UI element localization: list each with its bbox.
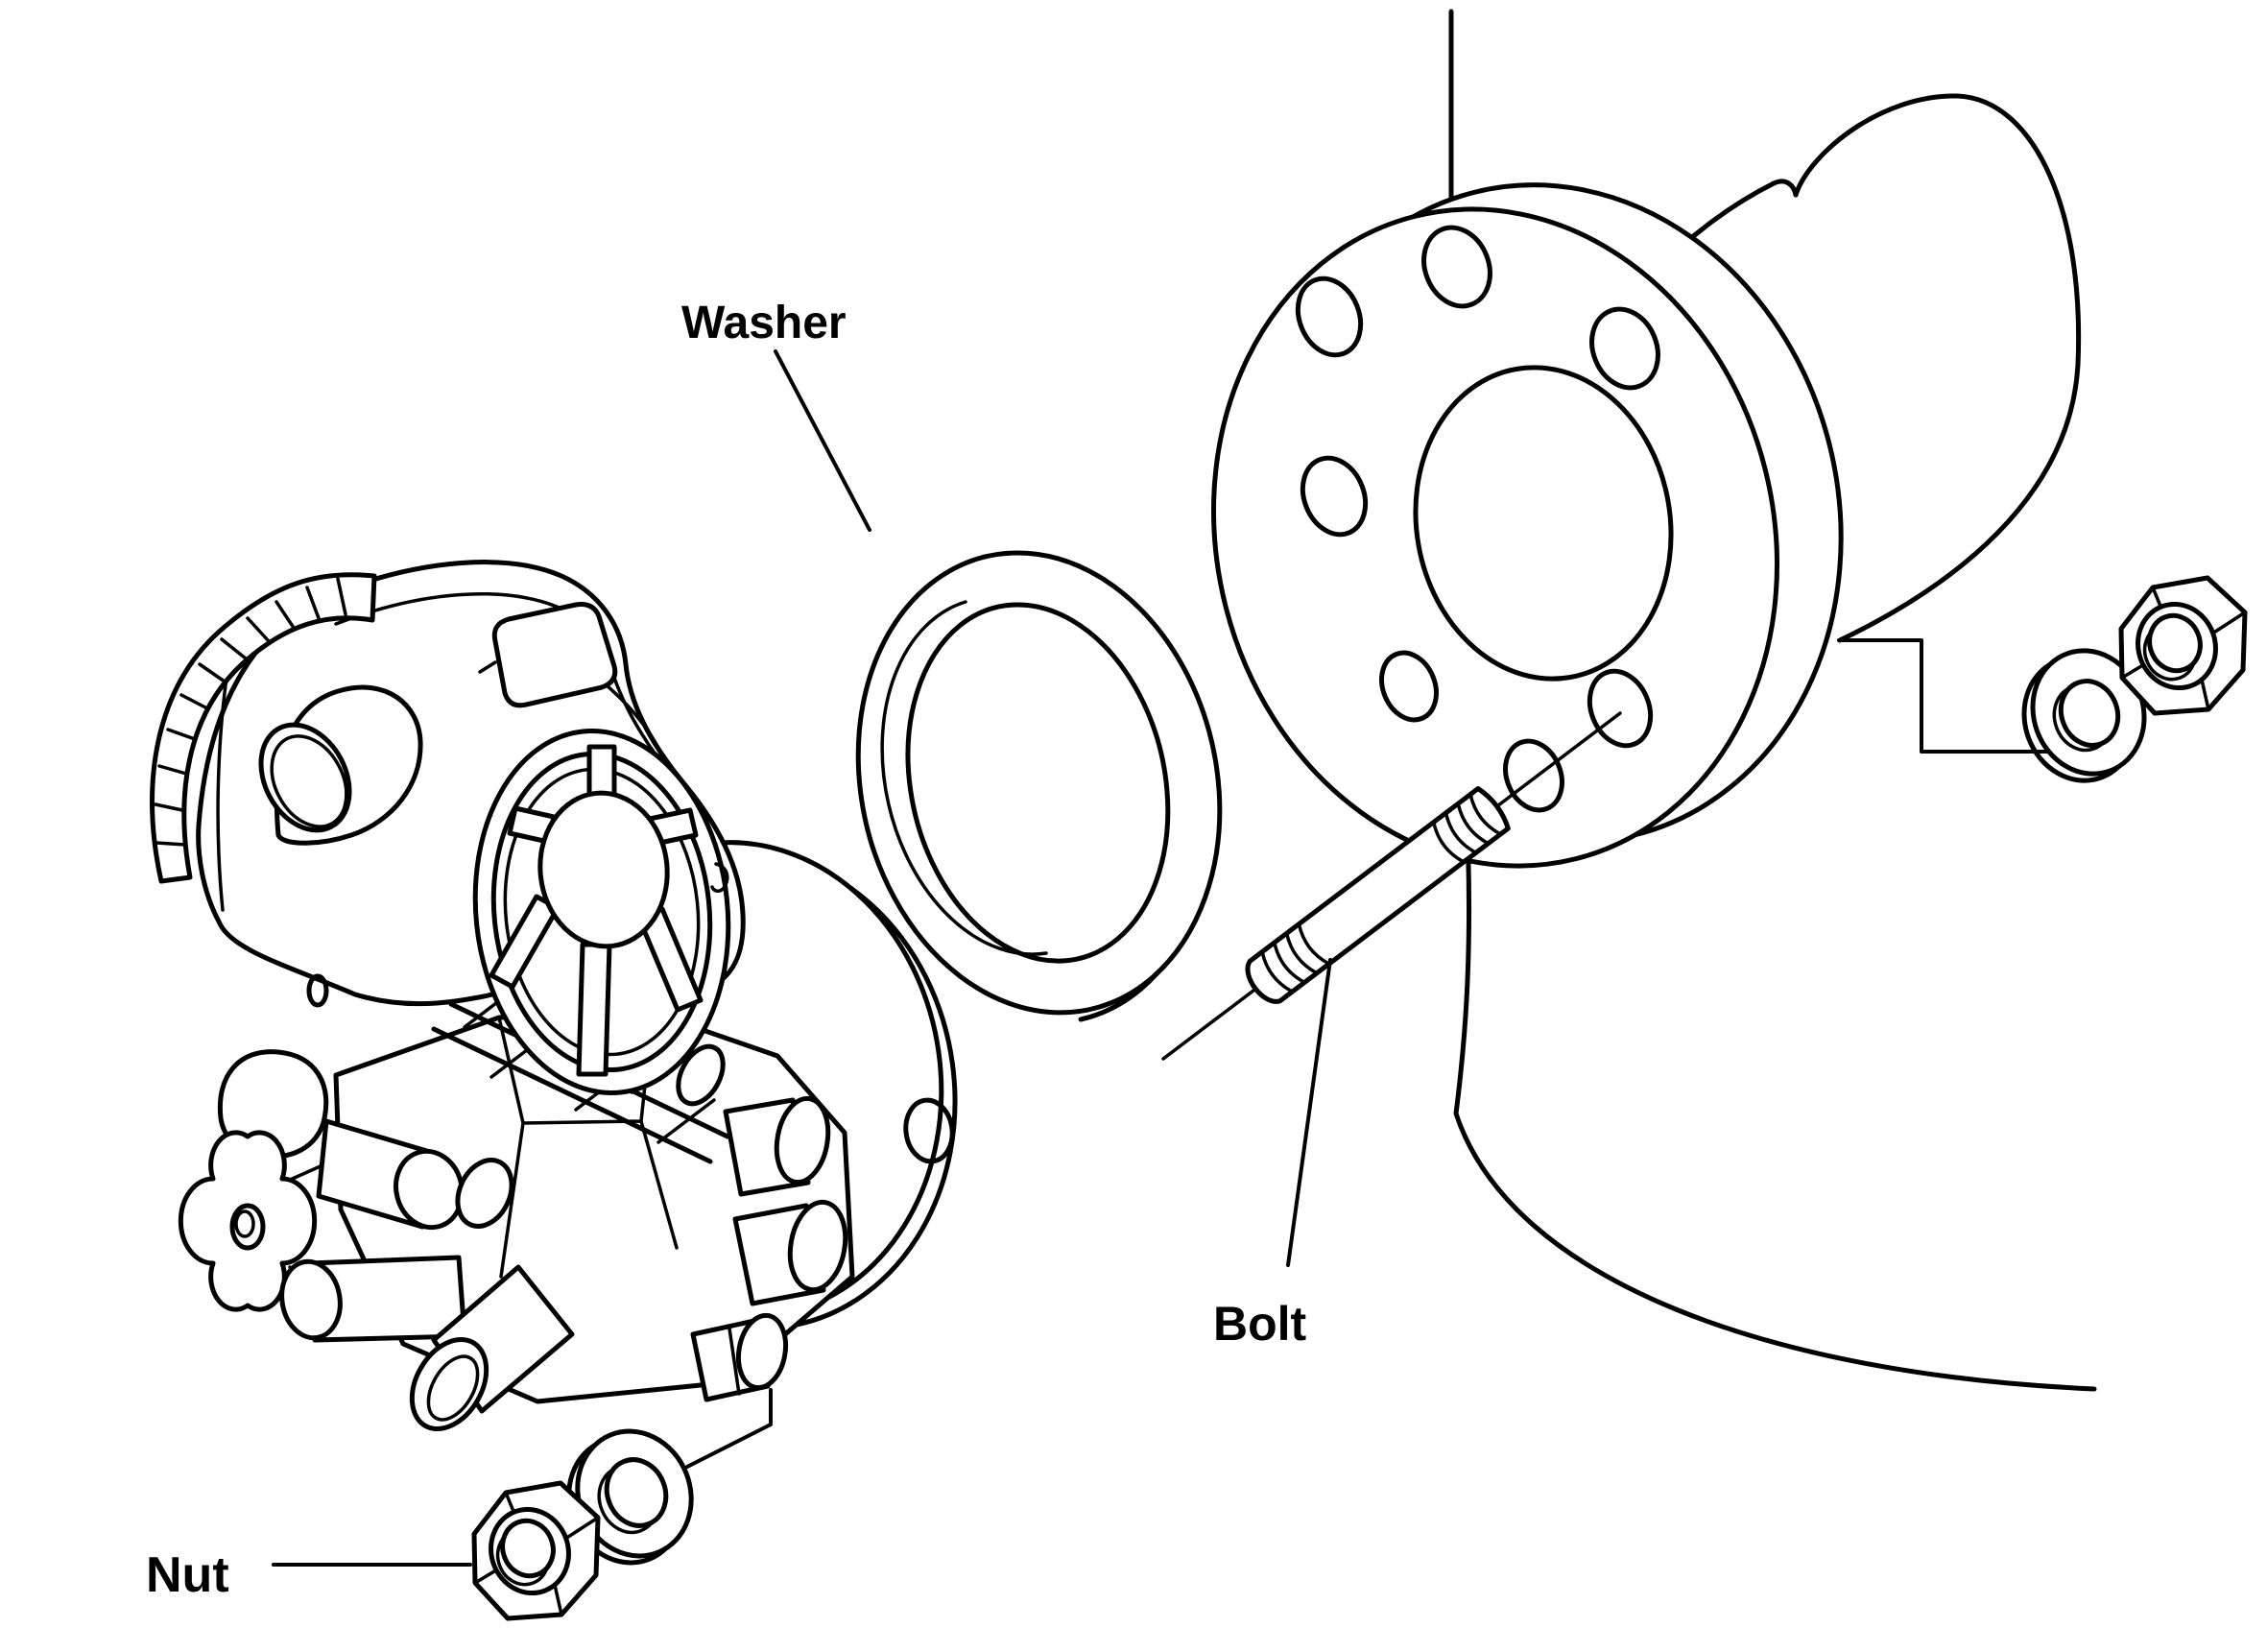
washer-hole-thickness [880,600,1048,956]
washer-label: Washer [681,298,847,348]
stud-bolt [1245,786,1511,1004]
right-nut-bore [2147,612,2203,674]
wheel-spoke [576,942,612,1077]
bolt-label: Bolt [1213,1297,1307,1351]
callouts: Washer Bolt Nut [146,298,1332,1603]
nut-label: Nut [146,1547,229,1603]
terminal-cover-tail [478,660,668,766]
pipe-bottom-outline [1453,830,2097,1392]
bottom-bracket-leader-lower [685,1388,773,1469]
stud-cap [676,1043,726,1107]
flange-bore [1413,365,1674,682]
gasket-washer-ring [855,550,1223,1022]
bottom-nut-bore [500,1518,556,1579]
wheel-track-inner [503,767,701,1057]
pipe-right-outline [1793,93,2082,643]
housing-left-seam [216,676,228,912]
drain-tube-mouth-inner [426,1354,480,1422]
pressure-transmitter [150,560,958,1469]
handwheel-hub-hole [229,1203,266,1251]
flange-bolt-hole [1421,225,1492,309]
sensor-wheel [472,729,731,1095]
port-cylinder-2-cap [787,1199,848,1293]
handwheel-hub-hole-inner [234,1209,255,1238]
flange-bolt-hole [1295,275,1364,358]
bolt-threads-left [1260,922,1331,994]
valve-cylinder-b-cap [279,1258,343,1341]
right-fastener-set [1837,575,2248,783]
terminal-cover [491,602,618,708]
transmitter-flange-hole [903,1097,955,1164]
bolt-leader-line [1286,958,1332,1267]
right-bracket-leader [1837,638,2052,754]
wheel-ear-detail [710,862,729,893]
display-lens-inner [270,734,348,828]
wheel-hub [537,790,670,949]
hex-plug-facet [728,1327,741,1396]
ribbed-cap-ribs [154,577,347,847]
flange-bolt-hole [1587,668,1654,749]
wheel-track-outer [490,751,713,1073]
flange-bolt-hole [1379,650,1439,723]
washer-ring [855,550,1223,1016]
drain-tube-mouth [409,1336,489,1432]
flange-bolt-hole [1503,738,1564,813]
right-nut-facets [2120,586,2247,711]
bottom-washer-hole [604,1457,669,1528]
washer-leader-line [774,349,871,532]
right-washer-hole [2058,679,2121,748]
ribbed-cap [150,572,377,884]
valve-boss [455,1158,514,1229]
bottom-nut-facets [473,1491,600,1616]
bottom-fastener-set [471,1428,694,1621]
bolt-threads-right [1431,792,1503,864]
mounting-flange [1210,182,1844,869]
housing-knob [306,973,329,1008]
flange-bolt-hole [1589,306,1660,391]
flange-bolt-hole [1300,455,1369,538]
hex-plug-cap [735,1312,789,1391]
port-cylinder-1-cap [774,1095,831,1185]
